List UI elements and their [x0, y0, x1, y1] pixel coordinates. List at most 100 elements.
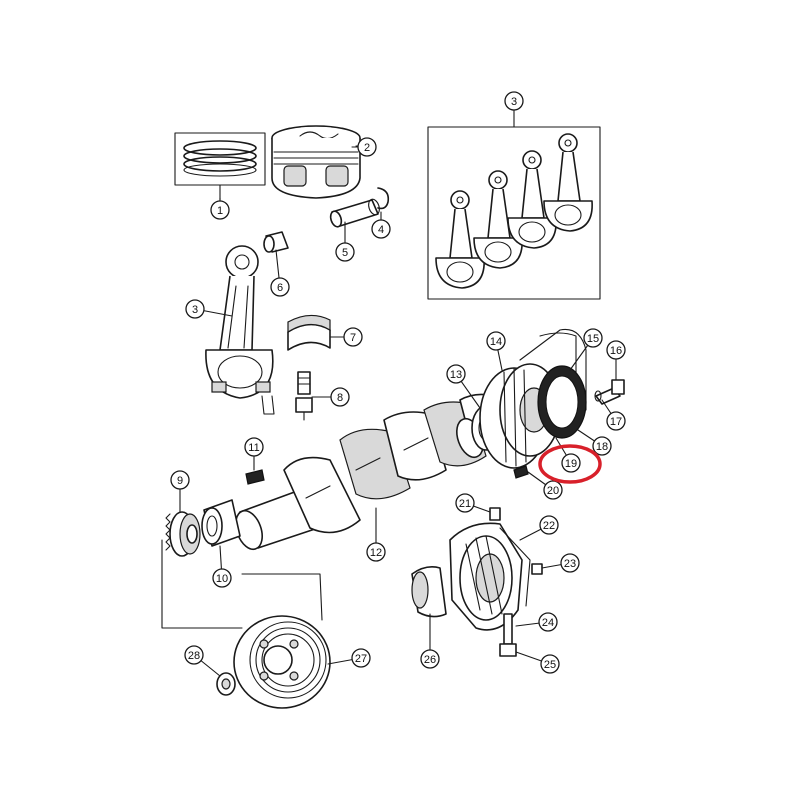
callout-number: 27 — [355, 653, 367, 665]
callout-number: 10 — [216, 573, 228, 585]
callout-14: 14 — [486, 331, 506, 351]
callout-number: 26 — [424, 654, 436, 666]
callout-circle — [561, 453, 581, 473]
piston — [271, 125, 361, 199]
callout-8: 8 — [330, 387, 350, 407]
callout-number: 28 — [188, 650, 200, 662]
callout-number: 4 — [378, 224, 384, 236]
callout-17: 17 — [606, 411, 626, 431]
callout-11: 11 — [244, 437, 264, 457]
callout-circle — [583, 328, 603, 348]
piston-rings — [174, 132, 266, 201]
callout-circle — [420, 649, 440, 669]
callout-number: 13 — [450, 369, 462, 381]
callout-18: 18 — [592, 436, 612, 456]
cover-bolt — [499, 613, 517, 657]
callout-circle — [366, 542, 386, 562]
callout-number: 11 — [248, 442, 259, 454]
callout-circle — [504, 91, 524, 111]
callout-number: 9 — [177, 475, 183, 487]
callout-number: 7 — [350, 332, 356, 344]
callout-number: 5 — [342, 247, 348, 259]
main-bearing-front — [201, 499, 241, 547]
callout-number: 14 — [490, 336, 502, 348]
callout-12: 12 — [366, 542, 386, 562]
pulley-washer — [216, 672, 236, 696]
cover-pin — [531, 563, 543, 575]
crankshaft-pulley — [233, 615, 331, 709]
callout-number: 23 — [564, 558, 576, 570]
callout-circle — [184, 645, 204, 665]
callout-number: 25 — [544, 659, 556, 671]
callout-number: 2 — [364, 142, 370, 154]
callout-circle — [210, 200, 230, 220]
callout-circle — [560, 553, 580, 573]
callout-16: 16 — [606, 340, 626, 360]
piston-pin-clip — [377, 187, 390, 210]
callout-circle — [330, 387, 350, 407]
callout-21: 21 — [455, 493, 475, 513]
callout-circle — [270, 277, 290, 297]
callout-circle — [455, 493, 475, 513]
callout-number: 15 — [587, 333, 599, 345]
connecting-rod — [205, 245, 275, 415]
callout-number: 6 — [277, 282, 283, 294]
callout-22: 22 — [539, 515, 559, 535]
callout-number: 24 — [542, 617, 554, 629]
callout-25: 25 — [540, 654, 560, 674]
callout-10: 10 — [212, 568, 232, 588]
callout-28: 28 — [184, 645, 204, 665]
timing-gear — [165, 511, 201, 557]
callout-26: 26 — [420, 649, 440, 669]
callout-24: 24 — [538, 612, 558, 632]
cover-dowel — [489, 507, 501, 521]
callout-circle — [357, 137, 377, 157]
callout-20: 20 — [543, 480, 563, 500]
crankshaft-key — [245, 469, 265, 485]
callout-23: 23 — [560, 553, 580, 573]
rear-oil-seal — [537, 365, 587, 439]
callout-circle — [371, 219, 391, 239]
callout-13: 13 — [446, 364, 466, 384]
callout-circle — [538, 612, 558, 632]
callout-4: 4 — [371, 219, 391, 239]
rod-bolt — [295, 371, 313, 421]
callout-circle — [343, 327, 363, 347]
callout-circle — [486, 331, 506, 351]
callout-number: 1 — [217, 205, 223, 217]
pin-bushing — [263, 231, 289, 253]
piston-pin — [329, 198, 380, 228]
callout-circle — [606, 340, 626, 360]
callout-3: 3 — [504, 91, 524, 111]
callout-7: 7 — [343, 327, 363, 347]
rod-bearing — [287, 314, 331, 351]
callout-3: 3 — [185, 299, 205, 319]
callout-15: 15 — [583, 328, 603, 348]
callout-number: 17 — [610, 416, 622, 428]
callout-circle — [244, 437, 264, 457]
callout-6: 6 — [270, 277, 290, 297]
callout-number: 21 — [459, 498, 471, 510]
callout-1: 1 — [210, 200, 230, 220]
callout-27: 27 — [351, 648, 371, 668]
callout-number: 20 — [547, 485, 559, 497]
callout-circle — [543, 480, 563, 500]
dowel-pin — [513, 465, 529, 479]
callout-number: 8 — [337, 392, 343, 404]
callout-number: 12 — [370, 547, 382, 559]
callout-5: 5 — [335, 242, 355, 262]
callout-9: 9 — [170, 470, 190, 490]
callout-circle — [540, 654, 560, 674]
callout-number: 16 — [610, 345, 622, 357]
callout-number: 19 — [565, 458, 577, 470]
callout-circle — [592, 436, 612, 456]
assembly-guide-line — [161, 539, 323, 629]
front-cover — [449, 522, 531, 631]
callout-19: 19 — [561, 453, 581, 473]
connecting-rod-set — [427, 109, 601, 300]
callout-circle — [539, 515, 559, 535]
callout-circle — [351, 648, 371, 668]
callout-circle — [185, 299, 205, 319]
